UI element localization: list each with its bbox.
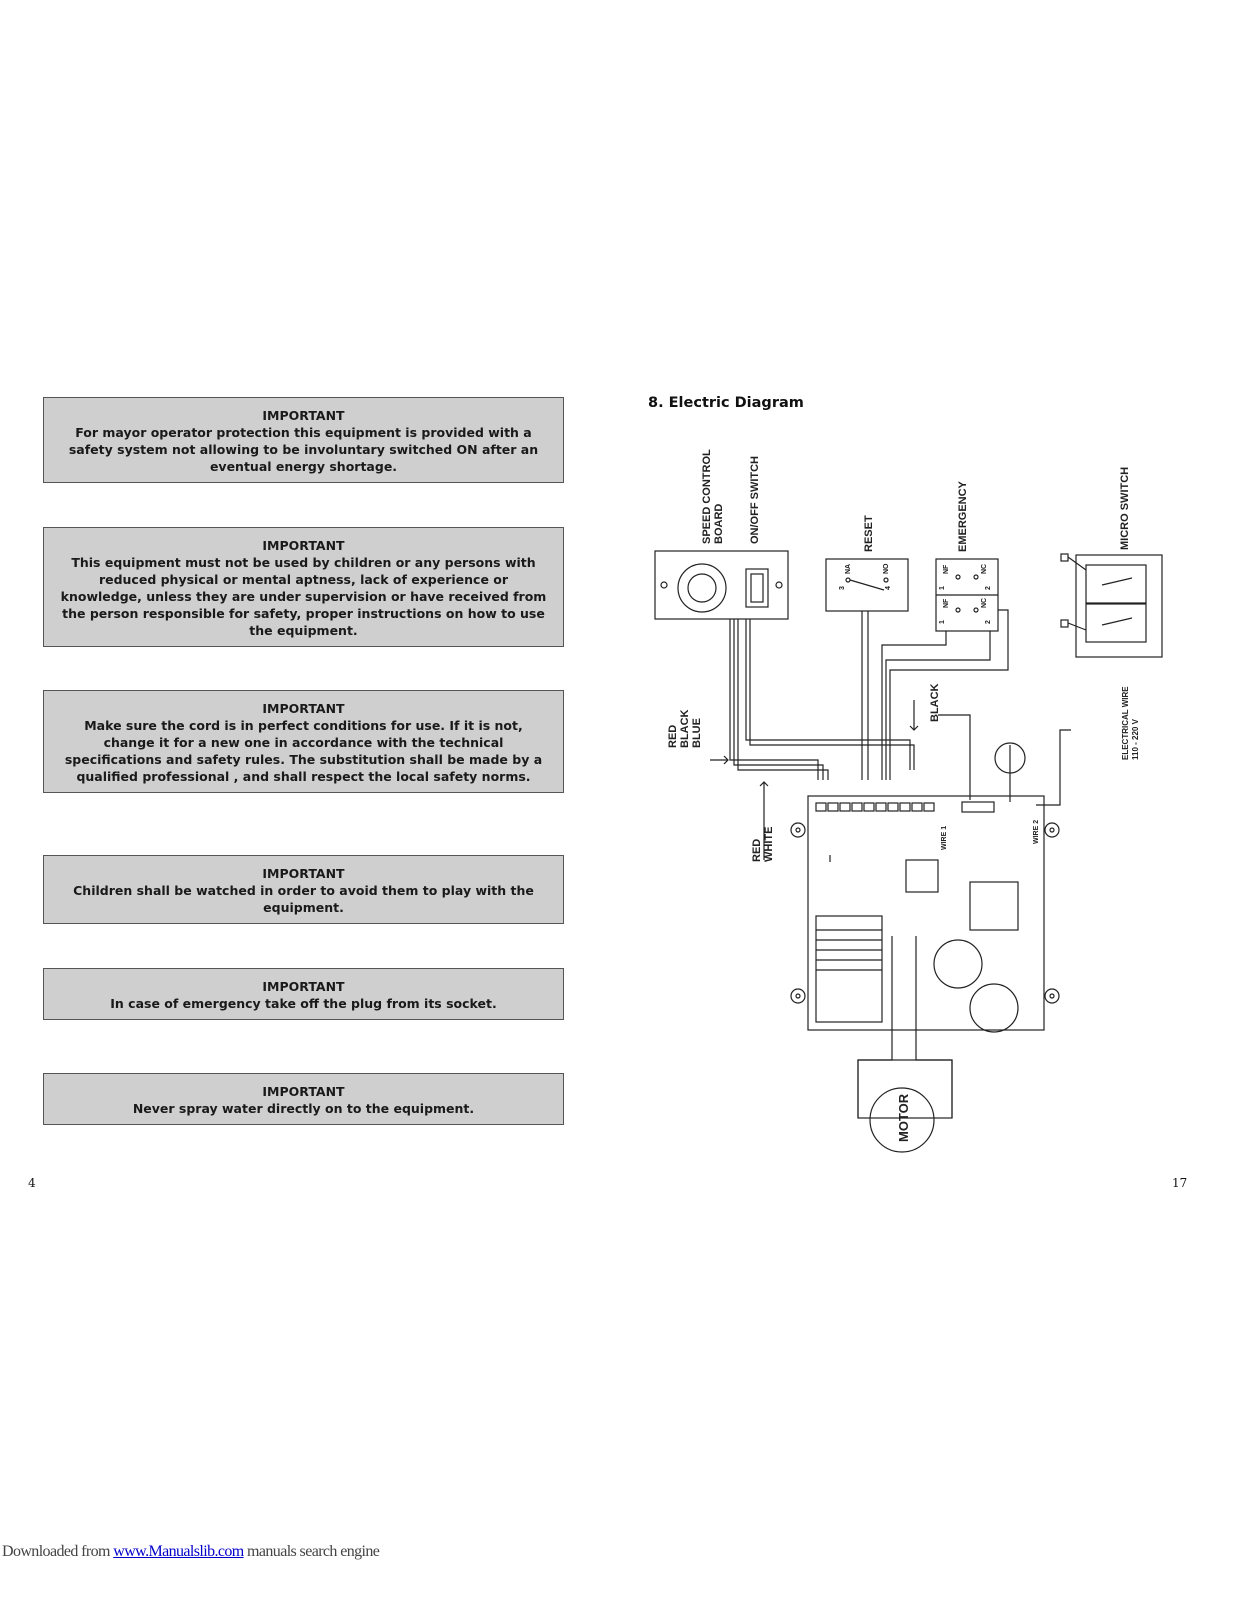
onoff-switch-rocker xyxy=(745,568,769,608)
label-onoff-switch: ON/OFF SWITCH xyxy=(749,456,761,544)
transformer xyxy=(815,915,883,1023)
notice-heading: IMPORTANT xyxy=(262,701,345,716)
label-electrical-wire: ELECTRICAL WIRE xyxy=(1121,686,1130,760)
notice-3: IMPORTANT Make sure the cord is in perfe… xyxy=(43,690,564,793)
label-voltage: 110 - 220 V xyxy=(1131,718,1140,760)
notice-text: In case of emergency take off the plug f… xyxy=(110,996,497,1011)
controller-board xyxy=(807,795,1045,1031)
label-black-2: BLACK xyxy=(929,683,941,722)
label-terminal-1a: 1 xyxy=(939,586,946,590)
motor-housing xyxy=(857,1059,953,1119)
label-nf-2: NF xyxy=(943,598,950,608)
label-emergency: EMERGENCY xyxy=(957,480,969,552)
notice-5: IMPORTANT In case of emergency take off … xyxy=(43,968,564,1020)
notice-2: IMPORTANT This equipment must not be use… xyxy=(43,527,564,647)
notice-text: Children shall be watched in order to av… xyxy=(73,883,534,915)
notice-heading: IMPORTANT xyxy=(262,538,345,553)
label-terminal-2a: 2 xyxy=(985,586,992,590)
label-nf-1: NF xyxy=(943,564,950,574)
label-terminal-3: 3 xyxy=(839,586,846,590)
label-red: RED xyxy=(667,725,679,748)
label-micro-switch: MICRO SWITCH xyxy=(1119,467,1131,550)
label-white: WHITE xyxy=(763,827,775,862)
notice-heading: IMPORTANT xyxy=(262,1084,345,1099)
page-number-right: 17 xyxy=(1172,1176,1188,1190)
label-speed-control: SPEED CONTROL xyxy=(701,449,713,544)
label-wire-1: WIRE 1 xyxy=(941,826,948,850)
notice-heading: IMPORTANT xyxy=(262,408,345,423)
motor xyxy=(869,1087,935,1153)
footer-prefix: Downloaded from xyxy=(2,1543,114,1560)
label-wire-2: WIRE 2 xyxy=(1033,820,1040,844)
notice-heading: IMPORTANT xyxy=(262,979,345,994)
notice-text: Make sure the cord is in perfect conditi… xyxy=(64,718,543,784)
label-black: BLACK xyxy=(679,709,691,748)
section-title: 8. Electric Diagram xyxy=(648,395,804,411)
label-red-2: RED xyxy=(751,839,763,862)
label-motor: MOTOR xyxy=(896,1093,911,1142)
label-terminal-2b: 2 xyxy=(985,620,992,624)
notice-text: This equipment must not be used by child… xyxy=(60,555,547,638)
page-number-left: 4 xyxy=(28,1176,36,1190)
label-terminal-1b: 1 xyxy=(939,620,946,624)
reset-box xyxy=(825,558,909,612)
label-terminal-4: 4 xyxy=(885,586,892,590)
label-na: NA xyxy=(845,564,852,574)
label-reset: RESET xyxy=(863,515,875,552)
label-nc-2: NC xyxy=(981,598,988,608)
label-no: NO xyxy=(883,563,890,574)
notice-text: For mayor operator protection this equip… xyxy=(68,425,539,474)
speed-control-board xyxy=(654,550,789,620)
notice-4: IMPORTANT Children shall be watched in o… xyxy=(43,855,564,924)
electric-diagram: SPEED CONTROL BOARD ON/OFF SWITCH RESET … xyxy=(654,449,1163,1153)
footer-suffix: manuals search engine xyxy=(243,1543,380,1560)
label-nc-1: NC xyxy=(981,564,988,574)
notice-6: IMPORTANT Never spray water directly on … xyxy=(43,1073,564,1125)
download-footer: Downloaded from www.Manualslib.com manua… xyxy=(2,1543,380,1561)
notice-1: IMPORTANT For mayor operator protection … xyxy=(43,397,564,483)
label-speed-control-board: BOARD xyxy=(713,504,725,544)
notice-text: Never spray water directly on to the equ… xyxy=(132,1101,475,1116)
label-blue: BLUE xyxy=(691,718,703,748)
manualslib-link[interactable]: www.Manualslib.com xyxy=(113,1543,244,1560)
micro-switch-box xyxy=(1075,554,1163,658)
notice-heading: IMPORTANT xyxy=(262,866,345,881)
